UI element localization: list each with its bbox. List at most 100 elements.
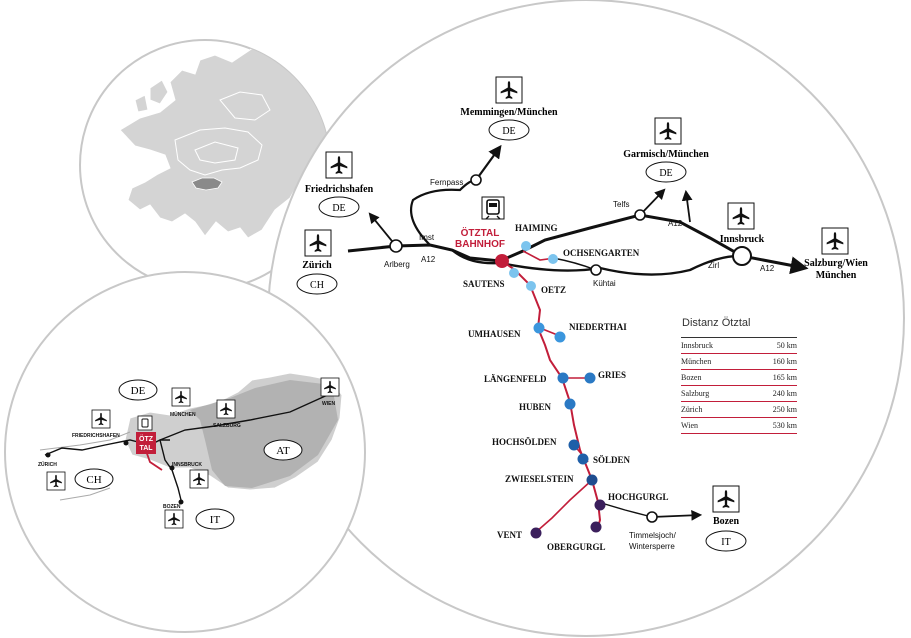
inset-station-marker: ÖTZ TAL xyxy=(136,415,156,454)
airport-name-bozen: Bozen xyxy=(713,516,740,527)
village-label-huben: HUBEN xyxy=(519,402,552,412)
village-dot-huben xyxy=(564,398,576,410)
main-map-circle xyxy=(267,0,905,637)
inset-city-muenchen: MÜNCHEN xyxy=(170,411,196,418)
airport-icon-wien xyxy=(320,377,340,397)
village-dot-hochsoelden xyxy=(568,439,580,451)
road-label-a12-middle: A12 xyxy=(668,219,683,228)
country-label-it: IT xyxy=(195,508,235,530)
distance-city: Wien xyxy=(681,417,747,434)
austria-inset: DE AT CH IT xyxy=(4,271,366,633)
village-dot-soelden xyxy=(577,453,589,465)
inset-city-salzburg: SALZBURG xyxy=(213,423,241,429)
airport-bozen: Bozen IT xyxy=(705,485,747,552)
distance-km: 165 km xyxy=(747,369,797,386)
village-label-ochsengarten: OCHSENGARTEN xyxy=(563,248,640,258)
road-label-arlberg: Arlberg xyxy=(384,260,410,269)
road-label-telfs: Telfs xyxy=(613,200,629,209)
distance-city: Salzburg xyxy=(681,385,747,402)
distance-city: München xyxy=(681,353,747,370)
village-label-oetz: OETZ xyxy=(541,285,566,295)
country-badge-zuerich: CH xyxy=(310,280,324,291)
road-label-fernpass: Fernpass xyxy=(430,178,463,187)
road-label-timmelsjoch: Timmelsjoch/ xyxy=(629,531,677,540)
airport-icon-bozen xyxy=(164,509,184,529)
village-label-sautens: SAUTENS xyxy=(463,279,505,289)
village-dot-sautens xyxy=(509,268,519,278)
airport-icon-salzburg xyxy=(216,399,236,419)
airport-zuerich: Zürich CH xyxy=(296,229,338,295)
village-dot-hochgurgl xyxy=(594,499,606,511)
station-title-line2: BAHNHOF xyxy=(455,239,505,250)
village-dot-niederthai xyxy=(554,331,566,343)
distance-city: Zürich xyxy=(681,401,747,418)
village-label-obergurgl: OBERGURGL xyxy=(547,542,606,552)
village-label-niederthai: NIEDERTHAI xyxy=(569,322,627,332)
inset-city-friedrichshafen: FRIEDRICHSHAFEN xyxy=(72,433,120,439)
main-routes xyxy=(347,144,809,533)
airport-icon-zuerich xyxy=(46,471,66,491)
road-label-kuehtai: Kühtai xyxy=(593,279,616,288)
distance-km: 240 km xyxy=(747,385,797,402)
distance-km: 50 km xyxy=(747,337,797,354)
country-badge-bozen: IT xyxy=(721,537,730,548)
village-dot-oetz xyxy=(526,281,536,291)
station-icon xyxy=(481,196,505,220)
airport-icon-muenchen xyxy=(171,387,191,407)
village-label-vent: VENT xyxy=(497,530,522,540)
airport-icon-innsbruck xyxy=(189,469,209,489)
distance-city: Innsbruck xyxy=(681,337,747,354)
airport-name-friedrichshafen: Friedrichshafen xyxy=(305,184,374,195)
road-label-a12-west: A12 xyxy=(421,255,436,264)
airport-memmingen: Memmingen/München DE xyxy=(460,76,558,141)
village-label-hochsoelden: HOCHSÖLDEN xyxy=(492,437,557,447)
inset-city-bozen: BOZEN xyxy=(163,504,181,510)
airport-name-garmisch: Garmisch/München xyxy=(623,149,709,160)
country-badge-garmisch: DE xyxy=(659,168,672,179)
road-label-a12-east: A12 xyxy=(760,264,775,273)
inset-city-wien: WIEN xyxy=(322,401,335,407)
village-dot-umhausen xyxy=(533,322,545,334)
village-dot-vent xyxy=(530,527,542,539)
village-dot-gries xyxy=(584,372,596,384)
country-label-it-text: IT xyxy=(210,514,221,526)
village-label-hochgurgl: HOCHGURGL xyxy=(608,492,669,502)
distance-table-title: Distanz Ötztal xyxy=(682,317,751,329)
inset-station-label-1: ÖTZ xyxy=(139,434,154,443)
airport-garmisch: Garmisch/München DE xyxy=(623,117,709,183)
airport-icon-friedrichshafen xyxy=(91,409,111,429)
distance-km: 530 km xyxy=(747,417,797,434)
country-label-ch: CH xyxy=(74,468,114,490)
road-label-imst: Imst xyxy=(419,233,435,242)
village-dot-haiming xyxy=(521,241,531,251)
country-label-de: DE xyxy=(118,379,158,401)
village-label-haiming: HAIMING xyxy=(515,223,558,233)
oetztal-bahnhof-dot xyxy=(495,254,509,268)
village-label-zwieselstein: ZWIESELSTEIN xyxy=(505,474,574,484)
airport-name-memmingen: Memmingen/München xyxy=(460,107,558,118)
village-label-laengenfeld: LÄNGENFELD xyxy=(484,374,547,384)
village-dot-obergurgl xyxy=(590,521,602,533)
station-title-line1: ÖTZTAL xyxy=(461,226,500,239)
europe-landmass xyxy=(119,40,330,239)
village-label-soelden: SÖLDEN xyxy=(593,455,631,465)
airport-friedrichshafen: Friedrichshafen DE xyxy=(305,151,374,218)
inset-city-innsbruck: INNSBRUCK xyxy=(172,462,202,468)
inset-station-label-2: TAL xyxy=(139,445,153,452)
distance-city: Bozen xyxy=(681,369,747,386)
europe-inset xyxy=(79,39,331,291)
airport-innsbruck: Innsbruck xyxy=(720,202,765,245)
austria-highlight xyxy=(191,177,223,191)
airport-name-zuerich: Zürich xyxy=(302,260,332,271)
country-label-at: AT xyxy=(263,439,303,461)
distance-km: 250 km xyxy=(747,401,797,418)
airport-salzburg-wien: Salzburg/Wien München xyxy=(804,227,868,281)
